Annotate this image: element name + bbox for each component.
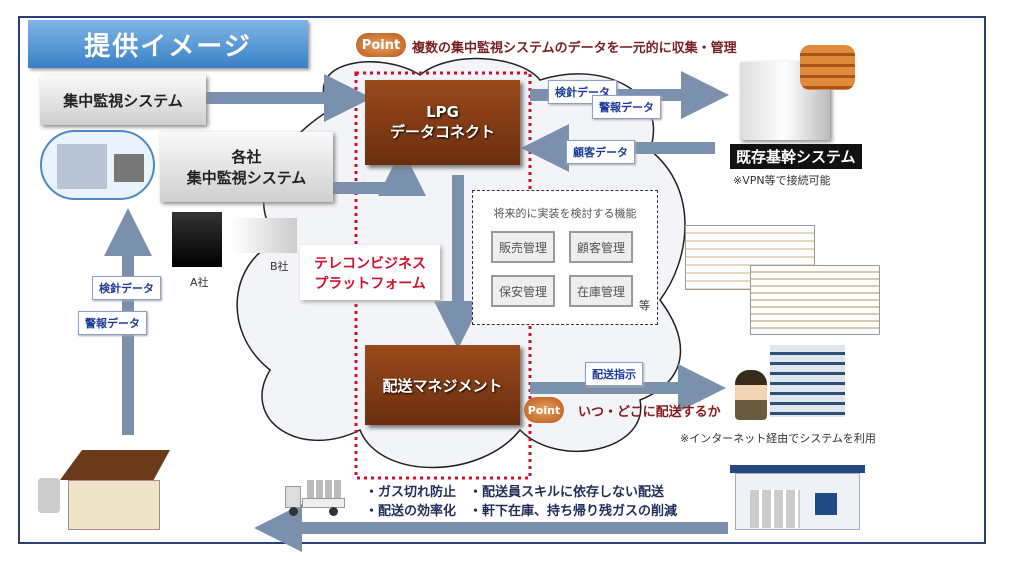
cloud-building-icon <box>40 130 155 200</box>
feature-etc: 等 <box>639 299 650 312</box>
screenshot-thumbnail-2 <box>750 265 880 335</box>
benefit-line-2: ・配送の効率化 ・軒下在庫、持ち帰り残ガスの削減 <box>365 504 678 519</box>
truck-icon <box>285 480 345 516</box>
company-a-label: A社 <box>190 276 209 289</box>
company-b-label: B社 <box>270 260 289 273</box>
feature-safety: 保安管理 <box>491 275 555 307</box>
feature-inventory: 在庫管理 <box>569 275 633 307</box>
central-monitoring-box: 集中監視システム <box>40 75 206 125</box>
tag-customer-data: 顧客データ <box>566 140 635 164</box>
internet-note: ※インターネット経由でシステムを利用 <box>680 432 876 445</box>
gas-cylinder-icon <box>38 478 60 513</box>
lpg-line1: LPG <box>426 103 459 121</box>
feature-sales: 販売管理 <box>491 231 555 263</box>
highlight-dotted-border <box>354 71 532 480</box>
company-monitoring-line2: 集中監視システム <box>186 169 307 187</box>
future-features-title: 将来的に実装を検討する機能 <box>493 207 637 220</box>
diagram-frame <box>18 16 986 544</box>
gas-depot-icon <box>730 465 865 530</box>
future-features-box: 将来的に実装を検討する機能 販売管理 顧客管理 保安管理 在庫管理 等 <box>472 190 658 325</box>
lpg-line2: データコネクト <box>389 123 495 141</box>
server-b-icon <box>232 218 297 253</box>
lpg-data-connect-box: LPG データコネクト <box>365 80 520 165</box>
company-monitoring-box: 各社 集中監視システム <box>160 132 333 202</box>
tag-alarm-data-left: 警報データ <box>78 311 147 335</box>
company-monitoring-line1: 各社 <box>231 148 262 166</box>
office-building-icon <box>770 345 845 417</box>
tag-delivery-instruction: 配送指示 <box>585 362 643 386</box>
point-bottom-text: いつ・どこに配送するか <box>578 405 721 420</box>
arrow-company-to-lpg <box>333 148 426 196</box>
feature-customer: 顧客管理 <box>569 231 633 263</box>
tag-alarm-data-right: 警報データ <box>592 95 661 119</box>
benefits-list: ・ガス切れ防止 ・配送員スキルに依存しない配送 ・配送の効率化 ・軒下在庫、持ち… <box>365 483 677 521</box>
tag-meter-data-left: 検針データ <box>92 276 161 300</box>
point-top-text: 複数の集中監視システムのデータを一元的に収集・管理 <box>412 41 737 56</box>
benefit-line-1: ・ガス切れ防止 ・配送員スキルに依存しない配送 <box>365 485 665 500</box>
core-system-label: 既存基幹システム <box>730 144 862 169</box>
database-icon <box>800 45 855 90</box>
server-a-icon <box>172 212 222 267</box>
page-title: 提供イメージ <box>28 20 308 68</box>
delivery-management-box: 配送マネジメント <box>365 345 520 425</box>
point-badge: Point <box>356 33 406 57</box>
platform-line2: プラットフォーム <box>314 275 426 292</box>
vpn-note: ※VPN等で接続可能 <box>733 174 831 187</box>
point-badge-bottom: Point <box>524 397 564 423</box>
platform-line1: テレコンビジネス <box>314 255 426 272</box>
person-icon <box>735 370 767 420</box>
platform-box: テレコンビジネス プラットフォーム <box>300 245 440 300</box>
house-icon <box>60 450 170 530</box>
